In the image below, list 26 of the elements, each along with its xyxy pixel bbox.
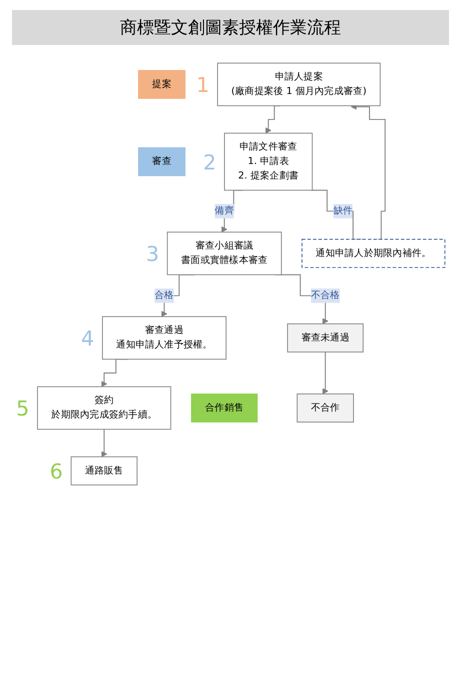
node-box: 申請文件審查 1. 申請表 2. 提案企劃書 [224, 132, 313, 191]
node-box: 審查通過 通知申請人准予授權。 [102, 316, 226, 360]
step-number: 4 [81, 326, 94, 350]
step-number: 1 [196, 72, 210, 97]
node-box: 通路販售 [70, 456, 138, 486]
step-number: 5 [16, 396, 30, 421]
node-box: 不合作 [296, 394, 354, 422]
node-box: 合作銷售 [191, 394, 258, 422]
node-box: 審查未通過 [287, 323, 364, 352]
edge-label: 缺件 [333, 205, 353, 216]
arrow [101, 428, 108, 458]
arrow [350, 104, 386, 240]
step-number: 6 [50, 459, 63, 484]
node-box: 通知申請人於期限內補件。 [302, 238, 446, 268]
node-box: 申請人提案 (廠商提案後 1 個月內完成審查) [217, 62, 381, 106]
node-box: 提案 [138, 70, 186, 99]
edge-label: 不合格 [310, 290, 340, 301]
node-box: 審查 [138, 147, 186, 176]
edge-label: 備齊 [214, 205, 234, 216]
title: 商標暨文創圖素授權作業流程 [12, 10, 449, 45]
node-box: 審查小組審議 書面或實體樣本審查 [166, 232, 282, 276]
node-box: 簽約 於期限內完成簽約手續。 [37, 386, 172, 430]
arrow [322, 352, 328, 394]
edge-label: 合格 [154, 290, 174, 301]
step-number: 3 [146, 242, 160, 266]
step-number: 2 [203, 150, 216, 174]
